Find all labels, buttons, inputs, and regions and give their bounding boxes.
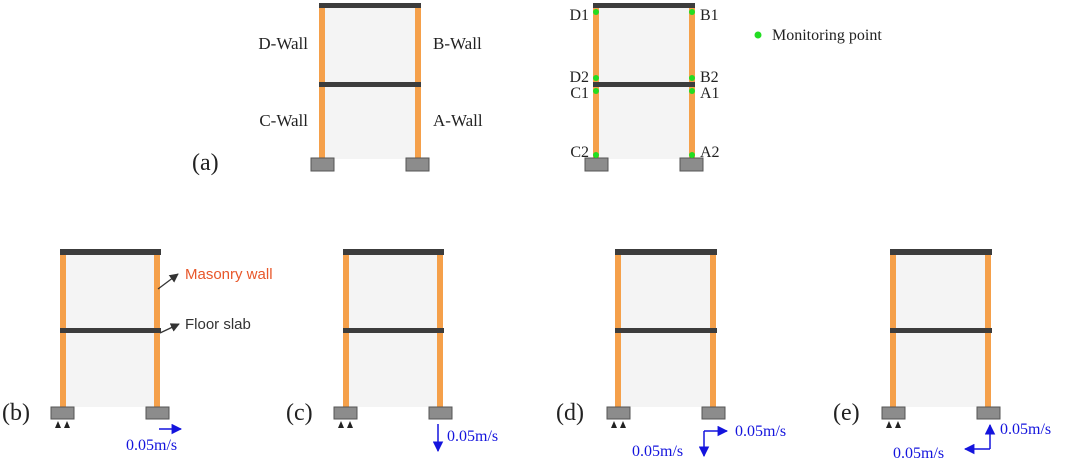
panel-d-frame <box>606 249 726 428</box>
support-right <box>64 421 70 428</box>
footing-left <box>584 157 609 172</box>
infill-lower <box>66 330 157 407</box>
mid-slab <box>319 82 421 87</box>
point-label-d1: D1 <box>569 7 589 24</box>
footing-right <box>701 406 726 420</box>
floor-slab-label: Floor slab <box>185 316 251 333</box>
footing-right <box>679 157 704 172</box>
top-slab <box>615 249 717 255</box>
infill-upper <box>599 7 691 85</box>
support-left <box>611 421 617 428</box>
infill-lower <box>599 85 691 159</box>
velocity-label: 0.05m/s <box>447 428 498 445</box>
monitoring-point-c2 <box>593 152 599 158</box>
support-left <box>55 421 61 428</box>
infill-upper <box>896 254 988 330</box>
panel-b-frame <box>50 249 170 428</box>
infill-lower <box>896 330 988 407</box>
footing-left <box>50 406 75 420</box>
top-slab <box>343 249 444 255</box>
support-left <box>338 421 344 428</box>
top-slab <box>593 3 695 8</box>
top-slab <box>890 249 992 255</box>
infill-upper <box>349 254 440 330</box>
monitoring-point-b2 <box>689 75 695 81</box>
velocity-label-horizontal: 0.05m/s <box>893 445 944 461</box>
velocity-label-horizontal: 0.05m/s <box>735 423 786 440</box>
footing-left <box>881 406 906 420</box>
point-label-a2: A2 <box>700 144 720 161</box>
panel-e-frame <box>881 249 1001 428</box>
point-label-b1: B1 <box>700 7 719 24</box>
legend-label: Monitoring point <box>772 27 882 44</box>
support-right <box>347 421 353 428</box>
footing-right <box>976 406 1001 420</box>
top-slab <box>319 3 421 8</box>
support-right <box>620 421 626 428</box>
footing-left <box>606 406 631 420</box>
panel-a-frame-left <box>310 3 430 172</box>
panel-c-frame <box>333 249 453 428</box>
point-label-c2: C2 <box>570 144 589 161</box>
monitoring-point-a2 <box>689 152 695 158</box>
infill-lower <box>621 330 713 407</box>
footing-right <box>405 157 430 172</box>
b-wall-label: B-Wall <box>433 34 482 53</box>
point-label-a1: A1 <box>700 85 720 102</box>
panel-label-e: (e) <box>833 400 860 426</box>
point-label-b2: B2 <box>700 69 719 86</box>
velocity-label-vertical: 0.05m/s <box>1000 421 1051 438</box>
d-wall-label: D-Wall <box>258 34 308 53</box>
top-slab <box>60 249 161 255</box>
point-label-d2: D2 <box>569 69 589 86</box>
legend-marker <box>754 31 762 39</box>
footing-right <box>428 406 453 420</box>
monitoring-point-a1 <box>689 88 695 94</box>
footing-right <box>145 406 170 420</box>
mid-slab <box>615 328 717 333</box>
infill-lower <box>349 330 440 407</box>
support-left <box>886 421 892 428</box>
masonry-wall-label: Masonry wall <box>185 266 273 283</box>
footing-left <box>310 157 335 172</box>
velocity-label: 0.05m/s <box>126 437 177 454</box>
panel-label-a: (a) <box>192 150 219 176</box>
monitoring-point-b1 <box>689 9 695 15</box>
support-right <box>895 421 901 428</box>
footing-left <box>333 406 358 420</box>
panel-label-b: (b) <box>2 400 30 426</box>
a-wall-label: A-Wall <box>433 111 483 130</box>
point-label-c1: C1 <box>570 85 589 102</box>
panel-label-c: (c) <box>286 400 313 426</box>
mid-slab <box>60 328 161 333</box>
monitoring-point-c1 <box>593 88 599 94</box>
mid-slab <box>890 328 992 333</box>
monitoring-point-d2 <box>593 75 599 81</box>
infill-upper <box>324 7 418 85</box>
infill-upper <box>621 254 713 330</box>
mid-slab <box>593 82 695 87</box>
monitoring-point-d1 <box>593 9 599 15</box>
panel-a-frame-right <box>584 3 704 172</box>
masonry-wall-pointer <box>157 273 179 290</box>
mid-slab <box>343 328 444 333</box>
infill-upper <box>66 254 157 330</box>
panel-label-d: (d) <box>556 400 584 426</box>
c-wall-label: C-Wall <box>259 111 308 130</box>
infill-lower <box>324 85 418 159</box>
floor-slab-pointer <box>159 323 180 334</box>
velocity-label-vertical: 0.05m/s <box>632 443 683 460</box>
